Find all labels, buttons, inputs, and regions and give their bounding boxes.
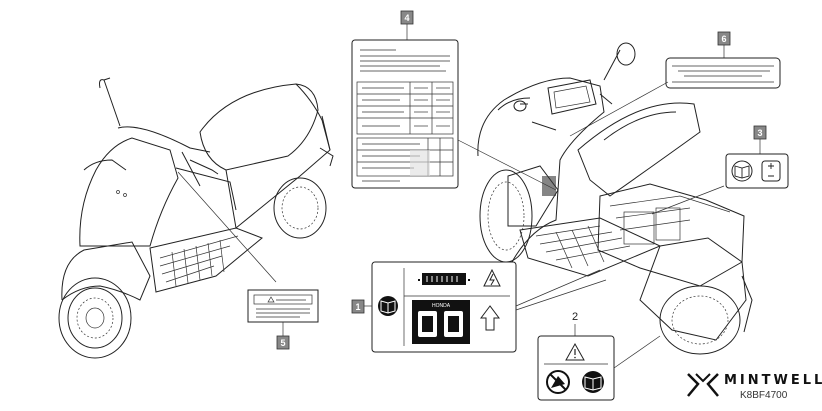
honda-plate-text: HONDA bbox=[432, 303, 451, 309]
callout-2: 2 bbox=[572, 311, 578, 323]
battery-connector-icon bbox=[418, 273, 470, 285]
callout-6: 6 bbox=[717, 31, 731, 46]
part-code: K8BF4700 bbox=[740, 390, 788, 401]
callout-1: 1 bbox=[351, 299, 365, 314]
no-modification-icon bbox=[546, 370, 570, 394]
manual-book-icon bbox=[731, 160, 753, 182]
label-6-plate bbox=[665, 57, 781, 89]
callout-1-text: 1 bbox=[355, 302, 360, 312]
callout-6-text: 6 bbox=[721, 34, 726, 44]
label-1-plate: HONDA bbox=[371, 261, 517, 353]
callout-3: 3 bbox=[753, 125, 767, 140]
right-scooter bbox=[477, 42, 753, 355]
warning-triangle-icon bbox=[565, 342, 585, 361]
label-3-plate bbox=[725, 153, 789, 189]
electric-warning-icon bbox=[483, 268, 501, 287]
honda-battery-cover: HONDA bbox=[412, 300, 470, 344]
brand-name: MINTWELL bbox=[724, 373, 822, 388]
callout-2-text: 2 bbox=[572, 311, 578, 323]
callout-5-text: 5 bbox=[280, 338, 285, 348]
callout-4: 4 bbox=[400, 10, 414, 25]
label-4-tire-chart bbox=[351, 39, 459, 189]
mintwell-watermark: MINTWELL K8BF4700 bbox=[684, 372, 822, 408]
callout-3-text: 3 bbox=[757, 128, 762, 138]
label-2-plate bbox=[537, 335, 615, 401]
battery-icon bbox=[761, 160, 781, 182]
mintwell-logo-icon bbox=[687, 373, 719, 397]
left-scooter bbox=[58, 77, 334, 359]
callout-4-text: 4 bbox=[404, 13, 409, 23]
manual-book-icon bbox=[582, 371, 604, 393]
up-arrow-icon bbox=[480, 305, 500, 331]
callout-5: 5 bbox=[276, 335, 290, 350]
label-5-plate bbox=[247, 289, 319, 336]
manual-book-icon bbox=[378, 296, 398, 316]
